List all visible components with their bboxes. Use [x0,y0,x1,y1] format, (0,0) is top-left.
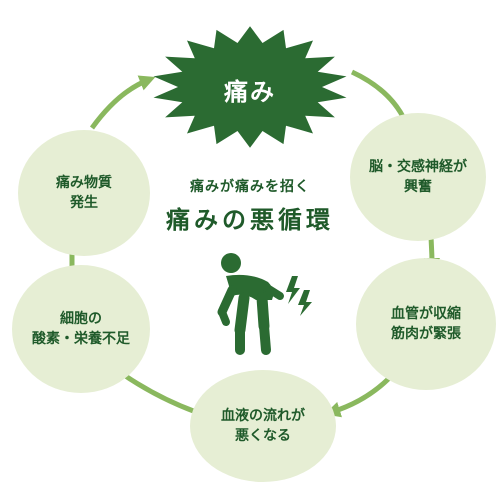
node-line: 血管が収縮 [391,306,461,322]
cycle-subtitle: 痛みが痛みを招く [190,179,310,195]
node-line: 発生 [70,195,98,211]
node-line: 脳・交感神経が [369,159,467,175]
node-brain-sympathetic: 脳・交感神経が 興奮 [350,113,486,241]
node-blood-flow: 血液の流れが 悪くなる [190,370,336,482]
lightning-icon [286,276,312,316]
node-line: 悪くなる [235,428,291,444]
cycle-title: 痛みの悪循環 [166,206,334,234]
pain-label: 痛み [224,78,276,106]
node-pain-substance: 痛み物質 発生 [18,130,150,256]
node-line: 痛み物質 [56,175,112,191]
node-line: 血液の流れが [221,408,305,424]
node-line: 筋肉が緊張 [391,326,461,342]
arrow-icon [89,75,156,130]
person-back-pain-icon [217,253,284,355]
node-vessel-muscle: 血管が収縮 筋肉が緊張 [356,258,496,390]
node-line: 興奮 [404,179,432,195]
pain-burst-icon [153,26,347,148]
node-line: 酸素・栄養不足 [32,331,130,347]
node-cell-deficiency: 細胞の 酸素・栄養不足 [12,265,150,393]
node-line: 細胞の [60,311,102,327]
